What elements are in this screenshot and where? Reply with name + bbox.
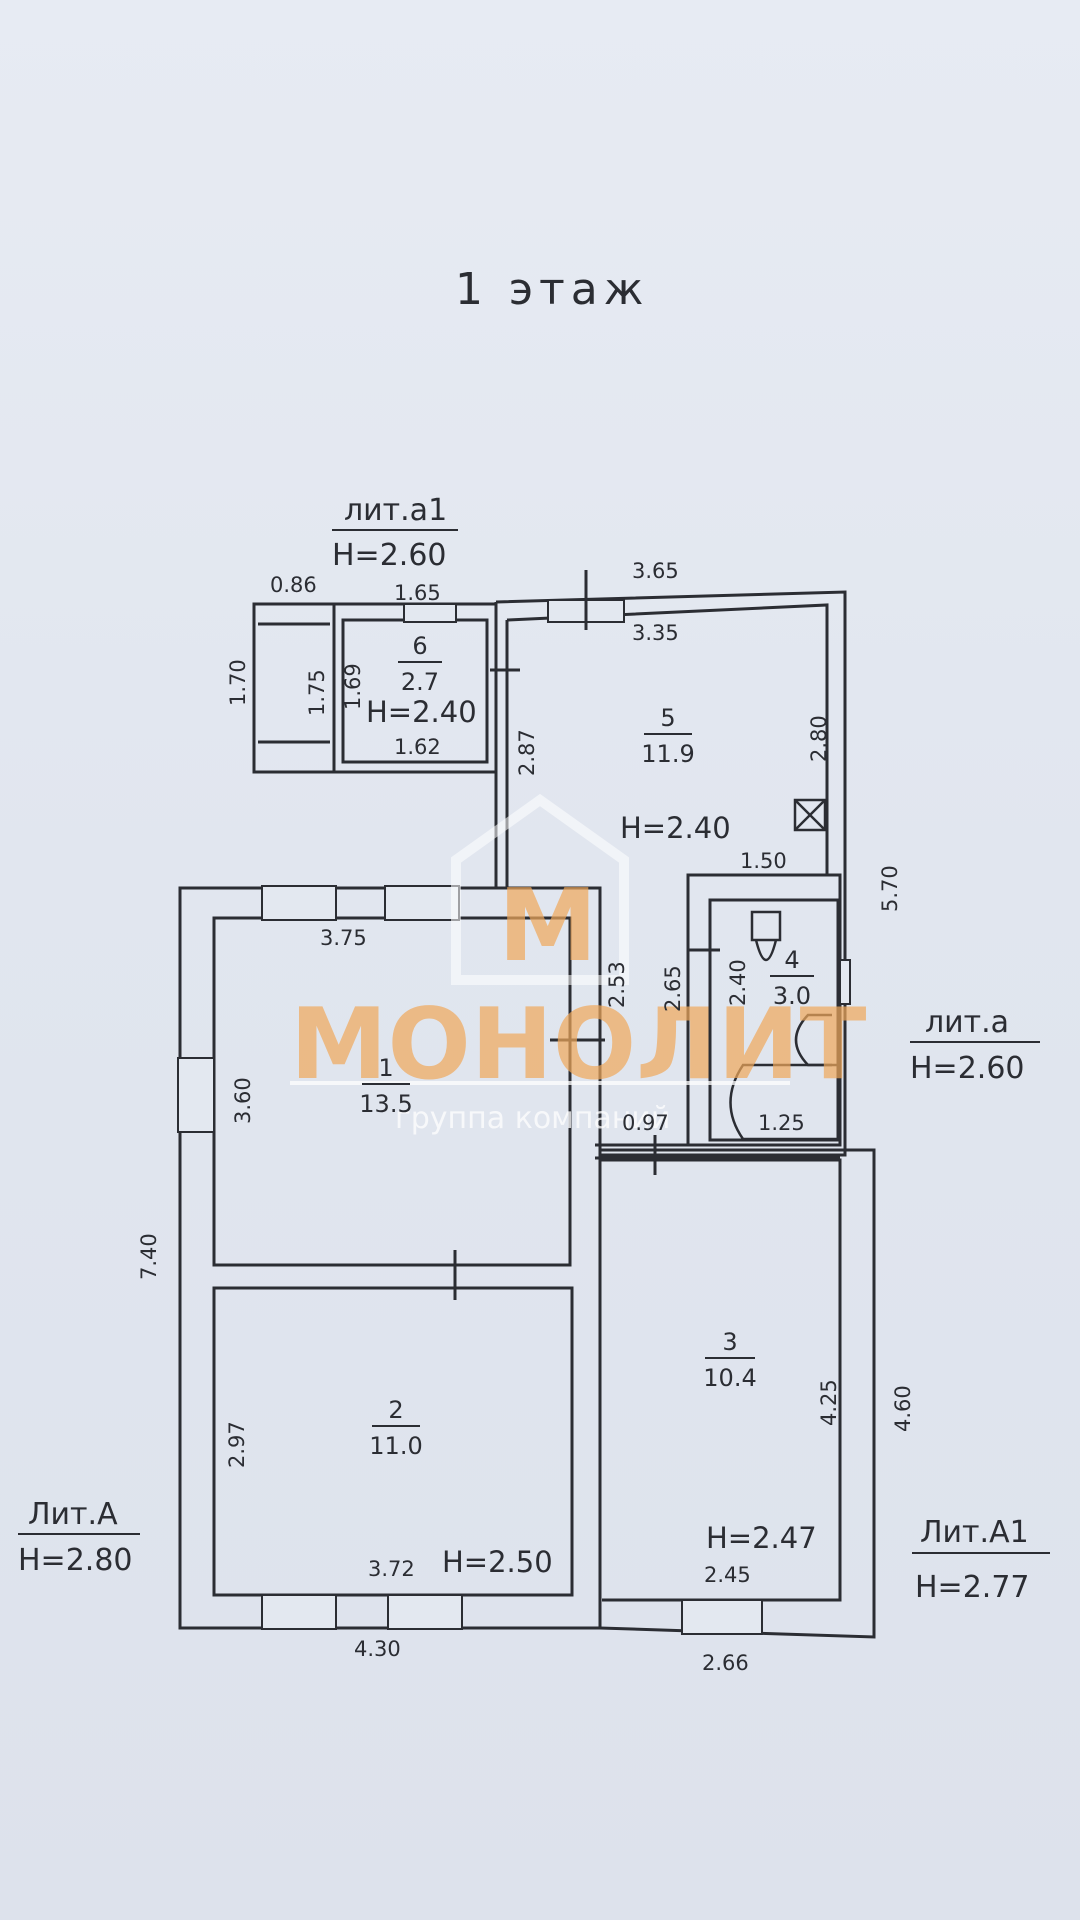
dimension: 3.75 bbox=[320, 926, 367, 950]
window bbox=[387, 1594, 463, 1630]
dimension: 0.97 bbox=[622, 1111, 669, 1135]
dimension: 4.60 bbox=[891, 1385, 915, 1432]
height-label: H=2.47 bbox=[706, 1521, 817, 1555]
windows bbox=[177, 599, 851, 1635]
litera-height: H=2.77 bbox=[915, 1570, 1030, 1605]
dimension: 4.25 bbox=[817, 1379, 841, 1426]
window bbox=[403, 603, 457, 623]
dimension: 2.97 bbox=[225, 1421, 249, 1468]
litera-height: H=2.60 bbox=[910, 1051, 1025, 1086]
room-labels: 1 13.5 2 11.0 3 10.4 4 3.0 5 11.9 6 2.7 bbox=[359, 632, 814, 1460]
dimension: 2.87 bbox=[515, 729, 539, 776]
dimension: 2.66 bbox=[702, 1651, 749, 1675]
dimension: 1.70 bbox=[226, 659, 250, 706]
dimension: 1.50 bbox=[740, 849, 787, 873]
ceiling-heights: H=2.40 H=2.40 H=2.50 H=2.47 bbox=[366, 695, 817, 1579]
svg-text:4: 4 bbox=[784, 946, 799, 974]
room-5-label: 5 11.9 bbox=[641, 704, 694, 768]
dimension: 1.75 bbox=[305, 669, 329, 716]
page-title: 1 этаж bbox=[455, 264, 649, 315]
window bbox=[261, 1594, 337, 1630]
dimension: 2.53 bbox=[605, 961, 629, 1008]
room-4-label: 4 3.0 bbox=[770, 946, 814, 1010]
window bbox=[177, 1057, 215, 1133]
dimension: 4.30 bbox=[354, 1637, 401, 1661]
dimension: 3.72 bbox=[368, 1557, 415, 1581]
litera-height: H=2.60 bbox=[332, 538, 447, 573]
dimension: 0.86 bbox=[270, 573, 317, 597]
svg-text:1: 1 bbox=[378, 1054, 393, 1082]
window bbox=[384, 885, 460, 921]
wall-lit-a1-small bbox=[252, 602, 498, 774]
dimension: 7.40 bbox=[137, 1233, 161, 1280]
dimension: 1.25 bbox=[758, 1111, 805, 1135]
litera-name: Лит.А1 bbox=[920, 1515, 1029, 1550]
svg-text:6: 6 bbox=[412, 632, 427, 660]
dimension: 1.65 bbox=[394, 581, 441, 605]
svg-text:11.0: 11.0 bbox=[369, 1432, 422, 1460]
dimension: 1.62 bbox=[394, 735, 441, 759]
svg-text:2: 2 bbox=[388, 1396, 403, 1424]
watermark-house-icon bbox=[451, 793, 629, 985]
dimension: 2.45 bbox=[704, 1563, 751, 1587]
height-label: H=2.40 bbox=[620, 811, 731, 845]
litera-name: Лит.А bbox=[28, 1497, 118, 1532]
svg-text:5: 5 bbox=[660, 704, 675, 732]
window bbox=[839, 959, 851, 1005]
wall-divider-1-2 bbox=[214, 1263, 572, 1290]
dimension-labels: 0.86 1.65 3.65 3.35 1.70 1.75 1.69 1.62 … bbox=[137, 559, 915, 1675]
svg-text:2.7: 2.7 bbox=[401, 668, 439, 696]
svg-text:13.5: 13.5 bbox=[359, 1090, 412, 1118]
fixtures bbox=[729, 798, 838, 1141]
dimension: 1.69 bbox=[341, 663, 365, 710]
height-label: H=2.40 bbox=[366, 695, 477, 729]
toilet-icon bbox=[750, 910, 782, 962]
dimension: 2.40 bbox=[726, 959, 750, 1006]
dimension: 3.65 bbox=[632, 559, 679, 583]
svg-text:3.0: 3.0 bbox=[773, 982, 811, 1010]
svg-text:11.9: 11.9 bbox=[641, 740, 694, 768]
dimension: 5.70 bbox=[878, 865, 902, 912]
dimension: 3.60 bbox=[231, 1077, 255, 1124]
watermark: М МОНОЛИТ группа компаний bbox=[290, 793, 867, 1136]
room-6-label: 6 2.7 bbox=[398, 632, 442, 696]
walls bbox=[178, 590, 876, 1639]
bathtub-icon bbox=[729, 1063, 838, 1141]
dimension: 3.35 bbox=[632, 621, 679, 645]
dimension: 2.65 bbox=[661, 965, 685, 1012]
doors bbox=[453, 570, 720, 1300]
window bbox=[261, 885, 337, 921]
window bbox=[681, 1599, 763, 1635]
watermark-tagline: группа компаний bbox=[395, 1101, 670, 1136]
room-2-label: 2 11.0 bbox=[369, 1396, 422, 1460]
litera-labels: лит.а1 H=2.60 лит.а H=2.60 Лит.А H=2.80 … bbox=[18, 493, 1050, 1605]
height-label: H=2.50 bbox=[442, 1545, 553, 1579]
watermark-letter: М bbox=[498, 867, 598, 984]
litera-name: лит.а1 bbox=[344, 493, 447, 528]
litera-height: H=2.80 bbox=[18, 1543, 133, 1578]
wall-lit-a-small-outer bbox=[495, 590, 847, 1157]
ventilation-icon bbox=[793, 798, 827, 832]
svg-text:3: 3 bbox=[722, 1328, 737, 1356]
litera-name: лит.а bbox=[925, 1005, 1009, 1040]
wall-porch bbox=[254, 602, 336, 772]
dimension: 2.80 bbox=[807, 715, 831, 762]
room-3-label: 3 10.4 bbox=[703, 1328, 756, 1392]
svg-text:10.4: 10.4 bbox=[703, 1364, 756, 1392]
wall-porch-inner bbox=[258, 622, 330, 744]
room-1-label: 1 13.5 bbox=[359, 1054, 412, 1118]
